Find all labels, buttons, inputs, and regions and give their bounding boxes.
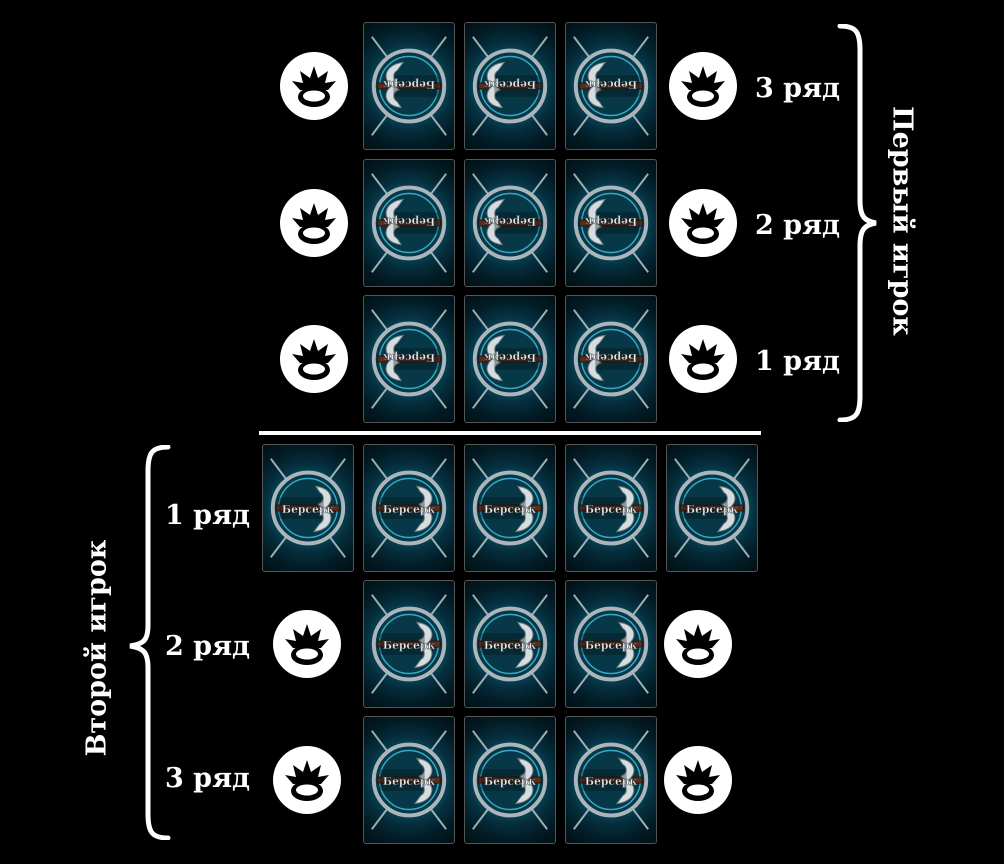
card-p2-row2-2[interactable]: Берсерк (464, 580, 556, 708)
card-p2-row2-1[interactable]: Берсерк (363, 580, 455, 708)
card-p1-row2-3[interactable]: Берсерк (565, 159, 657, 287)
player-one-brace (837, 24, 877, 422)
card-p2-row3-1[interactable]: Берсерк (363, 716, 455, 844)
svg-text:Берсерк: Берсерк (484, 775, 536, 788)
svg-text:Берсерк: Берсерк (484, 215, 536, 228)
card-p2-row2-3[interactable]: Берсерк (565, 580, 657, 708)
row-label-p2-2: 2 ряд (165, 631, 251, 662)
berserk-card-back-icon: Берсерк (472, 36, 548, 136)
row-label-p2-1: 1 ряд (165, 500, 251, 531)
svg-text:Берсерк: Берсерк (585, 78, 637, 91)
svg-text:Берсерк: Берсерк (484, 503, 536, 516)
svg-text:Берсерк: Берсерк (585, 775, 637, 788)
berserk-card-back-icon: Берсерк (472, 594, 548, 694)
crown-token-icon (676, 760, 720, 801)
berserk-card-back-icon: Берсерк (270, 458, 346, 558)
crown-token-icon (681, 66, 725, 107)
row-label-p2-3: 3 ряд (165, 763, 251, 794)
berserk-card-back-icon: Берсерк (371, 458, 447, 558)
crown-token-icon (292, 66, 336, 107)
token-p2-left-3[interactable] (273, 746, 341, 814)
token-p2-right-3[interactable] (664, 746, 732, 814)
card-p1-row3-2[interactable]: Берсерк (464, 22, 556, 150)
card-p1-row2-2[interactable]: Берсерк (464, 159, 556, 287)
svg-text:Берсерк: Берсерк (383, 351, 435, 364)
card-p2-row1-3[interactable]: Берсерк (464, 444, 556, 572)
svg-text:Берсерк: Берсерк (585, 503, 637, 516)
token-p1-left-1[interactable] (280, 325, 348, 393)
svg-text:Берсерк: Берсерк (383, 78, 435, 91)
card-p2-row1-2[interactable]: Берсерк (363, 444, 455, 572)
crown-token-icon (292, 339, 336, 380)
berserk-card-back-icon: Берсерк (573, 309, 649, 409)
svg-text:Берсерк: Берсерк (383, 215, 435, 228)
token-p1-left-3[interactable] (280, 52, 348, 120)
svg-text:Берсерк: Берсерк (282, 503, 334, 516)
player-two-title: Второй игрок (81, 539, 113, 757)
card-p1-row3-1[interactable]: Берсерк (363, 22, 455, 150)
berserk-card-back-icon: Берсерк (573, 730, 649, 830)
berserk-card-back-icon: Берсерк (371, 36, 447, 136)
svg-text:Берсерк: Берсерк (484, 351, 536, 364)
berserk-card-back-icon: Берсерк (371, 309, 447, 409)
card-p2-row1-4[interactable]: Берсерк (565, 444, 657, 572)
berserk-card-back-icon: Берсерк (371, 173, 447, 273)
berserk-card-back-icon: Берсерк (573, 594, 649, 694)
berserk-card-back-icon: Берсерк (472, 458, 548, 558)
token-p1-right-2[interactable] (669, 189, 737, 257)
board-divider (259, 431, 761, 435)
svg-text:Берсерк: Берсерк (484, 78, 536, 91)
token-p2-right-2[interactable] (664, 610, 732, 678)
berserk-card-back-icon: Берсерк (573, 36, 649, 136)
berserk-card-back-icon: Берсерк (674, 458, 750, 558)
svg-text:Берсерк: Берсерк (383, 503, 435, 516)
svg-text:Берсерк: Берсерк (585, 351, 637, 364)
berserk-card-back-icon: Берсерк (472, 309, 548, 409)
card-p1-row1-1[interactable]: Берсерк (363, 295, 455, 423)
row-label-p1-3: 3 ряд (755, 73, 841, 104)
berserk-card-back-icon: Берсерк (371, 594, 447, 694)
card-p2-row1-5[interactable]: Берсерк (666, 444, 758, 572)
card-p2-row3-3[interactable]: Берсерк (565, 716, 657, 844)
svg-text:Берсерк: Берсерк (686, 503, 738, 516)
svg-text:Берсерк: Берсерк (585, 215, 637, 228)
svg-text:Берсерк: Берсерк (383, 775, 435, 788)
berserk-card-back-icon: Берсерк (573, 173, 649, 273)
berserk-card-back-icon: Берсерк (371, 730, 447, 830)
card-p1-row3-3[interactable]: Берсерк (565, 22, 657, 150)
berserk-card-back-icon: Берсерк (472, 173, 548, 273)
row-label-p1-2: 2 ряд (755, 210, 841, 241)
card-p1-row1-3[interactable]: Берсерк (565, 295, 657, 423)
crown-token-icon (292, 203, 336, 244)
berserk-card-back-icon: Берсерк (573, 458, 649, 558)
player-one-title: Первый игрок (886, 106, 918, 336)
svg-text:Берсерк: Берсерк (585, 639, 637, 652)
card-p2-row3-2[interactable]: Берсерк (464, 716, 556, 844)
crown-token-icon (681, 339, 725, 380)
crown-token-icon (676, 624, 720, 665)
card-p1-row1-2[interactable]: Берсерк (464, 295, 556, 423)
player-two-brace (129, 445, 171, 840)
svg-text:Берсерк: Берсерк (383, 639, 435, 652)
svg-text:Берсерк: Берсерк (484, 639, 536, 652)
row-label-p1-1: 1 ряд (755, 346, 841, 377)
berserk-card-back-icon: Берсерк (472, 730, 548, 830)
card-p1-row2-1[interactable]: Берсерк (363, 159, 455, 287)
token-p1-left-2[interactable] (280, 189, 348, 257)
crown-token-icon (285, 624, 329, 665)
token-p1-right-1[interactable] (669, 325, 737, 393)
token-p2-left-2[interactable] (273, 610, 341, 678)
crown-token-icon (285, 760, 329, 801)
token-p1-right-3[interactable] (669, 52, 737, 120)
card-p2-row1-1[interactable]: Берсерк (262, 444, 354, 572)
crown-token-icon (681, 203, 725, 244)
